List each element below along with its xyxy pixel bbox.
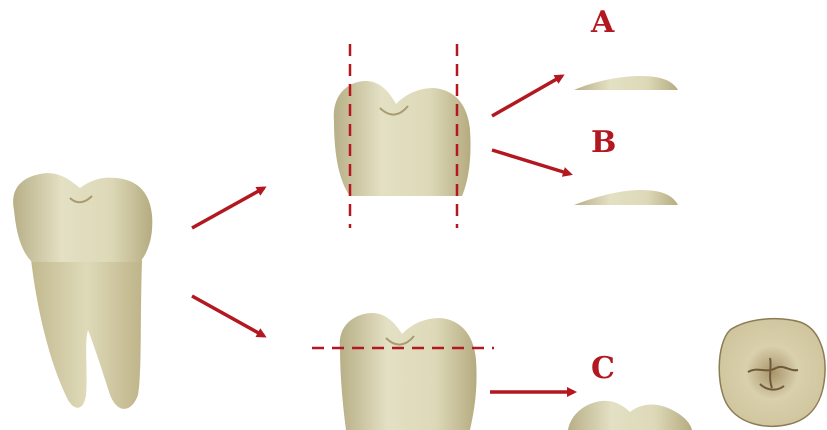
molar-roots (30, 250, 142, 409)
arrow-to-section-b[interactable] (492, 150, 570, 174)
arrow-to-section-a[interactable] (492, 76, 562, 116)
section-c-label: C (591, 354, 615, 384)
arrow-to-vertical-sections[interactable] (192, 188, 264, 228)
whole-molar (13, 173, 152, 409)
occlusal-view (719, 319, 825, 427)
section-a-slice (574, 76, 678, 90)
occlusal-surface (719, 319, 825, 427)
section-b-label: B (591, 128, 616, 158)
crown-vertical-cut (334, 44, 471, 228)
molar-crown (13, 173, 152, 262)
crown-top (334, 81, 471, 196)
crown-horizontal-cut (312, 313, 494, 430)
arrow-to-horizontal-section[interactable] (192, 296, 264, 336)
section-b-slice (574, 190, 678, 205)
crown-bottom (340, 313, 477, 430)
section-a-label: A (591, 8, 614, 38)
section-c-slice (568, 401, 692, 430)
